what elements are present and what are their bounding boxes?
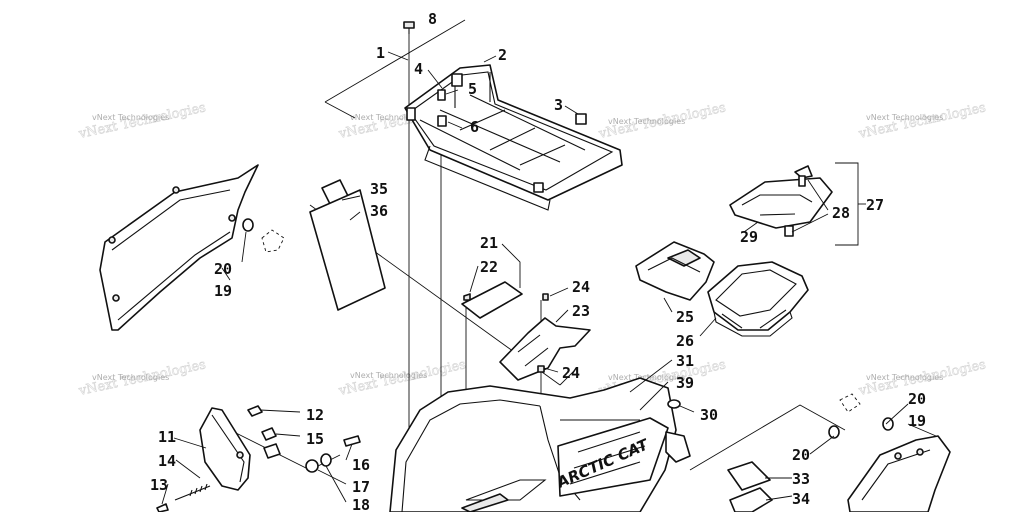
label-24b: 24 — [562, 364, 580, 382]
rack-assembly-bracket — [324, 19, 466, 119]
bolt-16 — [343, 435, 361, 447]
front-rack — [404, 64, 623, 211]
label-19b: 19 — [908, 412, 926, 430]
label-20a: 20 — [214, 260, 232, 278]
label-20c: 20 — [908, 390, 926, 408]
screw-12b — [261, 427, 277, 441]
label-3: 3 — [554, 96, 563, 114]
label-23: 23 — [572, 302, 590, 320]
bushing — [533, 182, 544, 193]
label-1: 1 — [376, 44, 385, 62]
part-labels: 8 1 2 4 5 3 6 35 36 20 19 21 22 24 23 24… — [150, 10, 926, 512]
watermark: vNext Technologies — [350, 113, 427, 122]
label-31: 31 — [676, 352, 694, 370]
label-21: 21 — [480, 234, 498, 252]
right-rear-panel — [828, 393, 951, 512]
decal-35-36 — [309, 179, 386, 311]
spacer-5 — [437, 89, 446, 101]
grommet-20-right-a — [828, 425, 840, 439]
grommet-20-left — [242, 218, 285, 253]
screw-12 — [247, 405, 263, 417]
cover-25 — [635, 241, 715, 301]
label-12: 12 — [306, 406, 324, 424]
bolt-8 — [403, 21, 415, 34]
storage-box-26 — [707, 261, 809, 337]
plate-21-22 — [461, 281, 523, 319]
label-4: 4 — [414, 60, 423, 78]
label-14: 14 — [158, 452, 176, 470]
washer-17 — [305, 459, 319, 473]
nut-15 — [263, 443, 281, 459]
bracket-23 — [499, 293, 591, 381]
label-28: 28 — [832, 204, 850, 222]
bushing — [575, 113, 587, 125]
label-22: 22 — [480, 258, 498, 276]
label-34: 34 — [792, 490, 810, 508]
label-2: 2 — [498, 46, 507, 64]
label-20b: 20 — [792, 446, 810, 464]
watermark: vNext Technologies — [608, 117, 685, 126]
label-25: 25 — [676, 308, 694, 326]
label-39: 39 — [676, 374, 694, 392]
watermark: vNext Technologies — [350, 371, 427, 380]
label-29: 29 — [740, 228, 758, 246]
cap-30 — [667, 399, 681, 409]
label-24a: 24 — [572, 278, 590, 296]
watermark: vNext Technologies — [92, 113, 169, 122]
label-18: 18 — [352, 496, 370, 512]
label-6: 6 — [470, 118, 479, 136]
label-15: 15 — [306, 430, 324, 448]
label-33: 33 — [792, 470, 810, 488]
watermark: vNext Technologies — [866, 373, 943, 382]
watermark: vNext Technologies — [866, 113, 943, 122]
label-36: 36 — [370, 202, 388, 220]
watermark: vNext Technologies — [608, 373, 685, 382]
label-30: 30 — [700, 406, 718, 424]
front-body-cover: ARCTIC CAT — [389, 377, 691, 512]
screw-13 — [156, 503, 169, 512]
nut-18 — [320, 453, 332, 467]
label-17: 17 — [352, 478, 370, 496]
label-19a: 19 — [214, 282, 232, 300]
label-leaders — [161, 51, 937, 505]
label-16: 16 — [352, 456, 370, 474]
label-35: 35 — [370, 180, 388, 198]
label-11: 11 — [158, 428, 176, 446]
decal-33-34 — [727, 461, 773, 512]
left-front-panel — [99, 164, 259, 331]
bushing — [406, 107, 416, 121]
label-27: 27 — [866, 196, 884, 214]
label-26: 26 — [676, 332, 694, 350]
label-13: 13 — [150, 476, 168, 494]
grommet-20-right-b — [882, 417, 894, 431]
side-guard-11 — [156, 405, 361, 512]
label-5: 5 — [468, 80, 477, 98]
bushing — [451, 73, 463, 87]
storage-lid-29 — [729, 165, 833, 237]
washer-6 — [437, 115, 447, 127]
watermark: vNext Technologies — [92, 373, 169, 382]
spring-14 — [174, 485, 211, 501]
label-8: 8 — [428, 10, 437, 28]
rear-section-outline — [689, 404, 846, 471]
